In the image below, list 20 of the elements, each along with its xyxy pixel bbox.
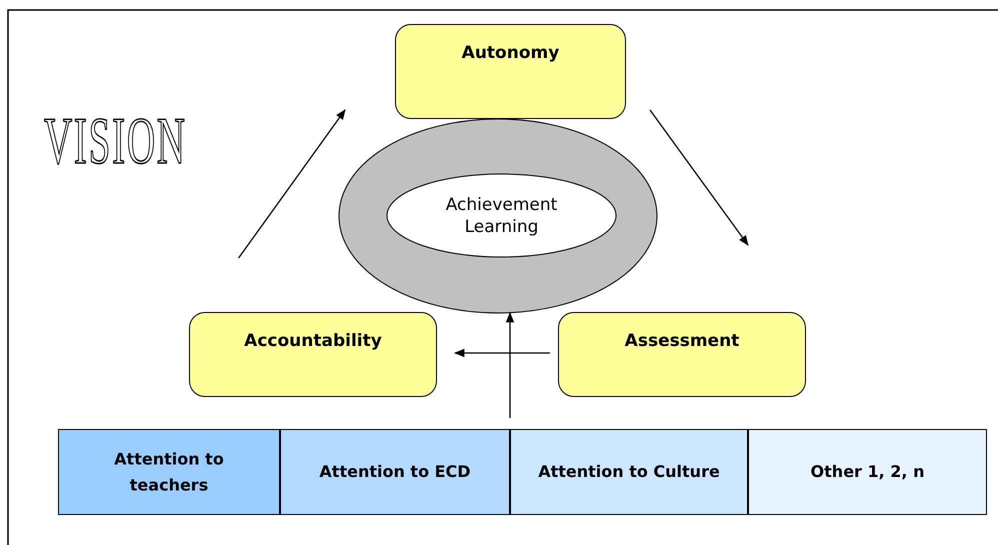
arrow bbox=[238, 109, 346, 258]
arrow bbox=[454, 348, 550, 358]
node-label: Attention to ECD bbox=[318, 461, 472, 484]
table-cell bbox=[510, 429, 748, 515]
arrow bbox=[649, 110, 749, 246]
node-label: Accountability bbox=[243, 331, 383, 351]
node-label: Autonomy bbox=[460, 43, 560, 63]
rounded-box bbox=[189, 312, 437, 397]
table-cell bbox=[280, 429, 510, 515]
node-label: Other 1, 2, n bbox=[810, 461, 926, 484]
node-label: Assessment bbox=[624, 331, 740, 351]
node-label: Achievement Learning bbox=[444, 193, 558, 238]
arrow bbox=[506, 312, 514, 418]
node-label: Attention to Culture bbox=[537, 461, 721, 484]
table-cell bbox=[748, 429, 987, 515]
rounded-box bbox=[558, 312, 806, 397]
node-label: Attention to teachers bbox=[113, 448, 225, 496]
wordart-title: VISION bbox=[44, 108, 187, 175]
rounded-box bbox=[395, 24, 626, 119]
table-cell bbox=[58, 429, 280, 515]
